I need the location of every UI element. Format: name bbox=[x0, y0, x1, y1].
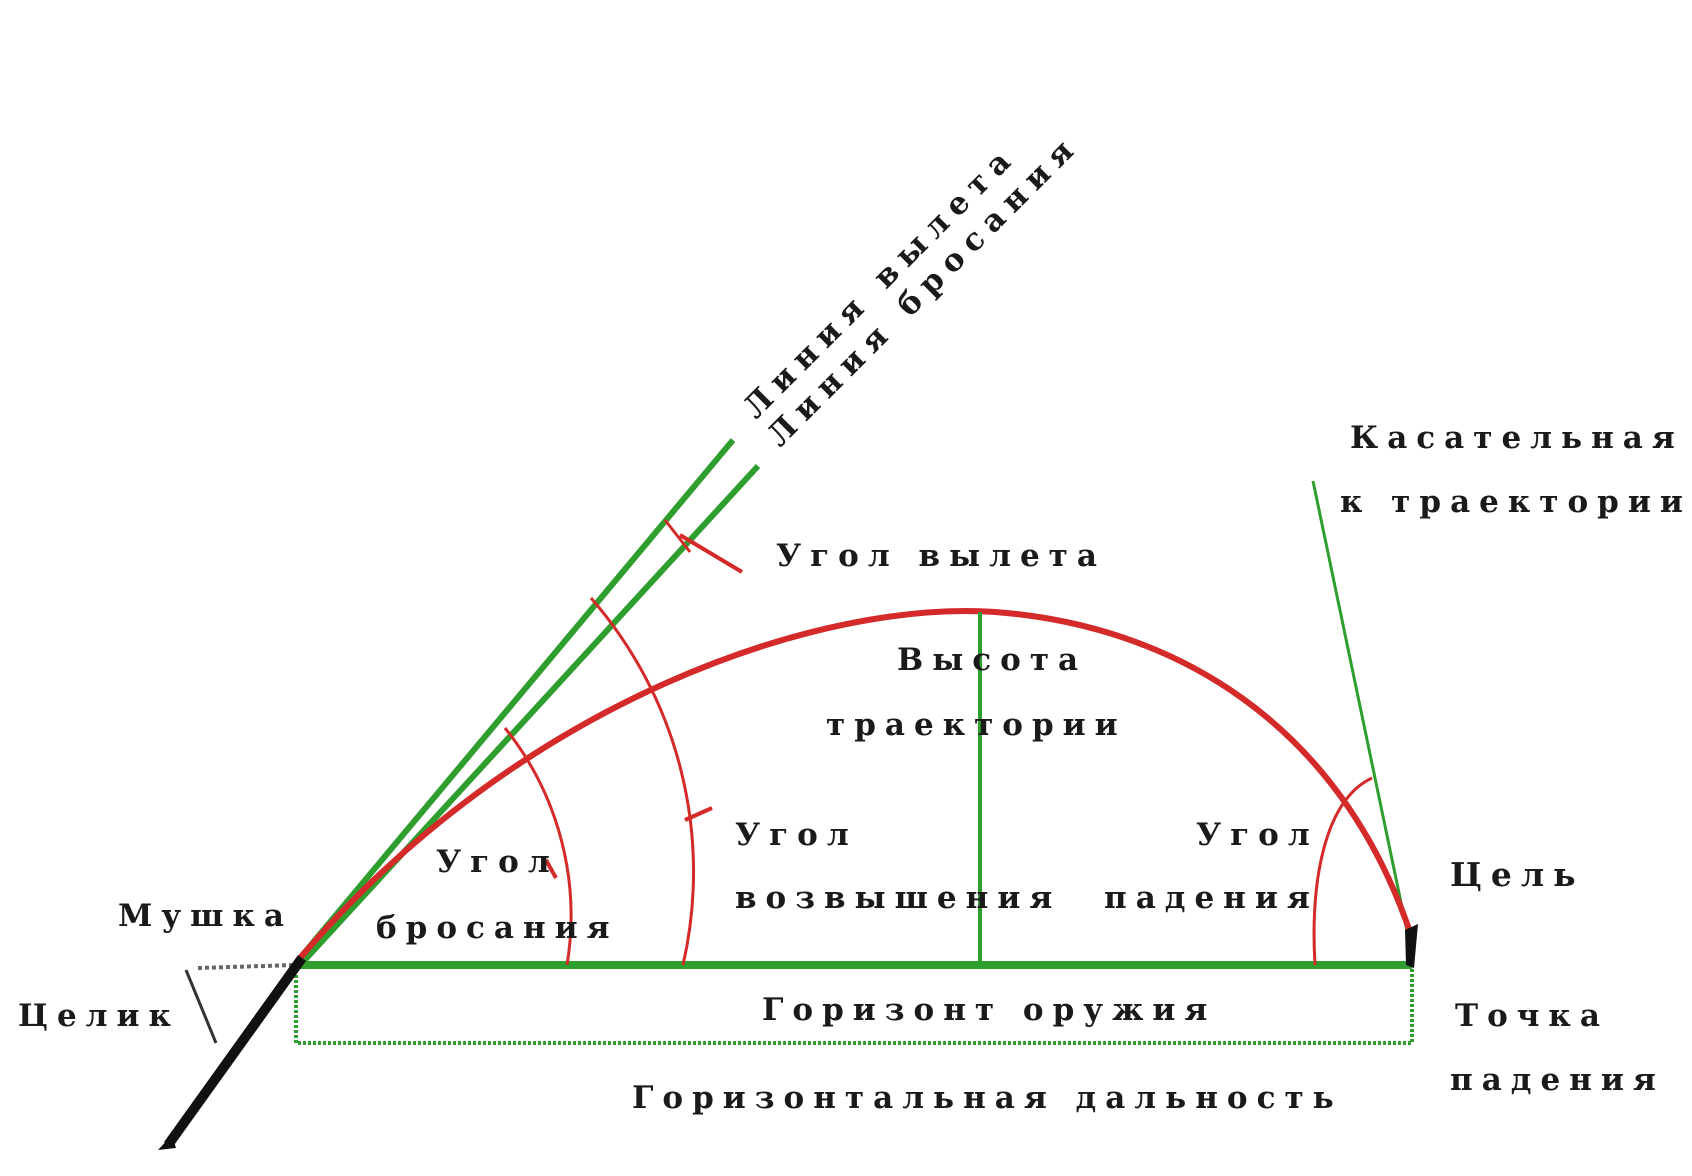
throw-angle-label-1: Угол bbox=[436, 844, 559, 880]
throw-angle-label-2: бросания bbox=[376, 910, 619, 946]
target-label: Цель bbox=[1450, 855, 1585, 894]
impact-point-label-1: Точка bbox=[1455, 998, 1609, 1034]
line-of-throw-label: Линия бросания bbox=[760, 127, 1087, 454]
line-of-fire-label: Линия вылета bbox=[736, 138, 1024, 426]
target-icon bbox=[1405, 924, 1418, 968]
height-label-1: Высота bbox=[897, 642, 1087, 678]
elevation-angle-label-1: Угол bbox=[735, 817, 858, 853]
elevation-angle-label-2: возвышения bbox=[735, 880, 1061, 916]
departure-angle-label: Угол вылета bbox=[776, 538, 1106, 574]
elevation-angle-leader bbox=[684, 806, 713, 822]
departure-angle-leader bbox=[678, 533, 744, 574]
trajectory-curve bbox=[297, 608, 1415, 960]
line-of-throw bbox=[300, 463, 761, 965]
fall-angle-label-1: Угол bbox=[1196, 817, 1319, 853]
front-sight-mark bbox=[197, 963, 297, 970]
front-sight-label: Мушка bbox=[118, 898, 293, 934]
departure-angle-arc bbox=[663, 519, 692, 553]
weapon-butt-icon bbox=[158, 1135, 176, 1150]
elevation-angle-arc bbox=[589, 597, 696, 966]
weapon-horizon-label: Горизонт оружия bbox=[762, 992, 1216, 1028]
weapon-icon bbox=[163, 955, 307, 1148]
throw-angle-leader bbox=[544, 859, 558, 879]
fall-angle-label-2: падения bbox=[1104, 880, 1319, 916]
impact-point-label-2: падения bbox=[1450, 1062, 1665, 1098]
tangent-line bbox=[1311, 480, 1410, 937]
height-label-2: траектории bbox=[826, 707, 1127, 743]
throw-angle-arc bbox=[503, 727, 573, 966]
horizontal-range-label: Горизонтальная дальность bbox=[632, 1080, 1343, 1116]
fall-angle-arc bbox=[1312, 776, 1373, 966]
tangent-label-2: к траектории bbox=[1340, 484, 1692, 520]
rear-sight-leader bbox=[184, 969, 218, 1044]
tangent-label-1: Касательная bbox=[1350, 420, 1684, 456]
line-of-fire bbox=[297, 438, 736, 960]
rear-sight-label: Целик bbox=[18, 998, 180, 1034]
